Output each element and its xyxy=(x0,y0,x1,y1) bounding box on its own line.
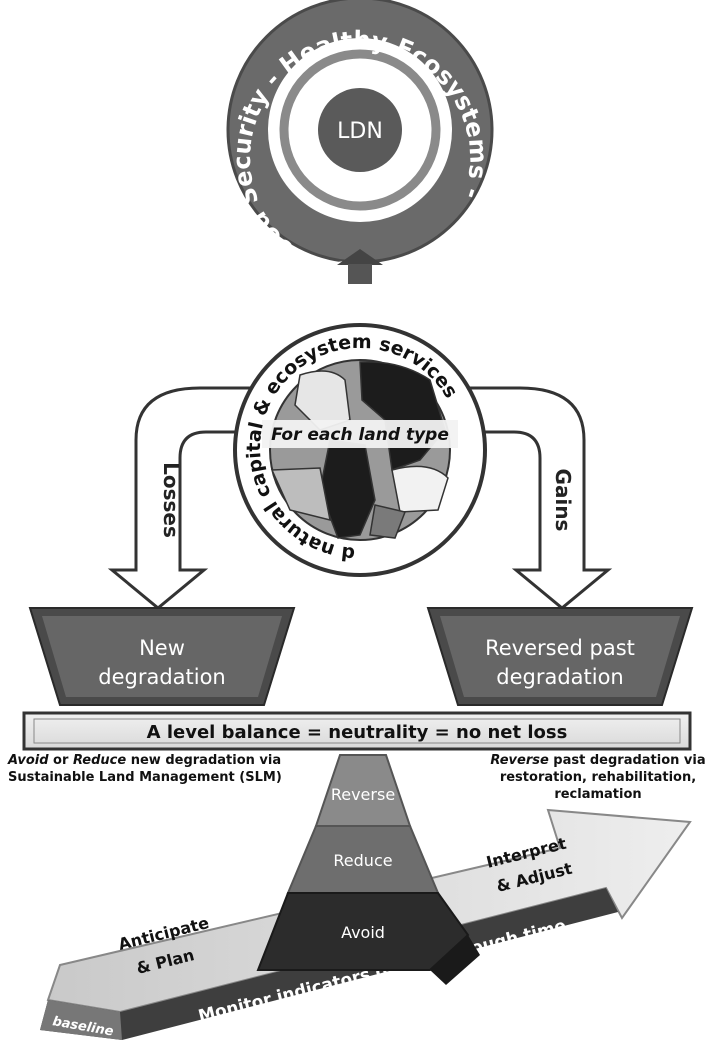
right-note-verb: Reverse xyxy=(490,753,549,768)
gains-arrow: Gains xyxy=(446,386,613,610)
globe-band-label: For each land type xyxy=(271,425,449,445)
left-note-verb1: Avoid xyxy=(8,753,49,768)
left-note-verb2: Reduce xyxy=(72,753,127,768)
ldn-center-label: LDN xyxy=(337,119,383,144)
balance-bar: A level balance = neutrality = no net lo… xyxy=(22,711,692,751)
up-arrow xyxy=(337,249,383,284)
pyramid-label-reverse: Reverse xyxy=(331,785,395,804)
left-bucket: New degradation xyxy=(28,607,296,706)
left-note-rest: new degradation via xyxy=(126,753,282,768)
ldn-ring: LDN Human Wellbeing - Food Security - He… xyxy=(0,0,494,290)
right-bucket-label-2: degradation xyxy=(496,665,624,689)
right-note-rest: past degradation via xyxy=(548,753,706,768)
balance-bar-label: A level balance = neutrality = no net lo… xyxy=(147,722,568,743)
pyramid-label-avoid: Avoid xyxy=(341,923,385,942)
right-bucket-label-1: Reversed past xyxy=(485,636,635,660)
right-note: Reverse past degradation via restoration… xyxy=(478,752,718,803)
left-note: Avoid or Reduce new degradation via Sust… xyxy=(8,752,338,786)
ldn-center xyxy=(318,88,402,172)
left-note-line2: Sustainable Land Management (SLM) xyxy=(8,770,282,785)
left-bucket-label-1: New xyxy=(139,636,185,660)
pyramid: Reverse Reduce Avoid xyxy=(256,754,480,985)
pyramid-label-reduce: Reduce xyxy=(333,851,392,870)
right-bucket: Reversed past degradation xyxy=(426,607,694,706)
losses-arrow: Losses xyxy=(107,386,274,610)
losses-label: Losses xyxy=(159,462,183,538)
left-bucket-label-2: degradation xyxy=(98,665,226,689)
gains-label: Gains xyxy=(551,469,575,532)
left-note-conj: or xyxy=(48,753,73,768)
right-note-line2: restoration, rehabilitation, reclamation xyxy=(499,770,697,802)
